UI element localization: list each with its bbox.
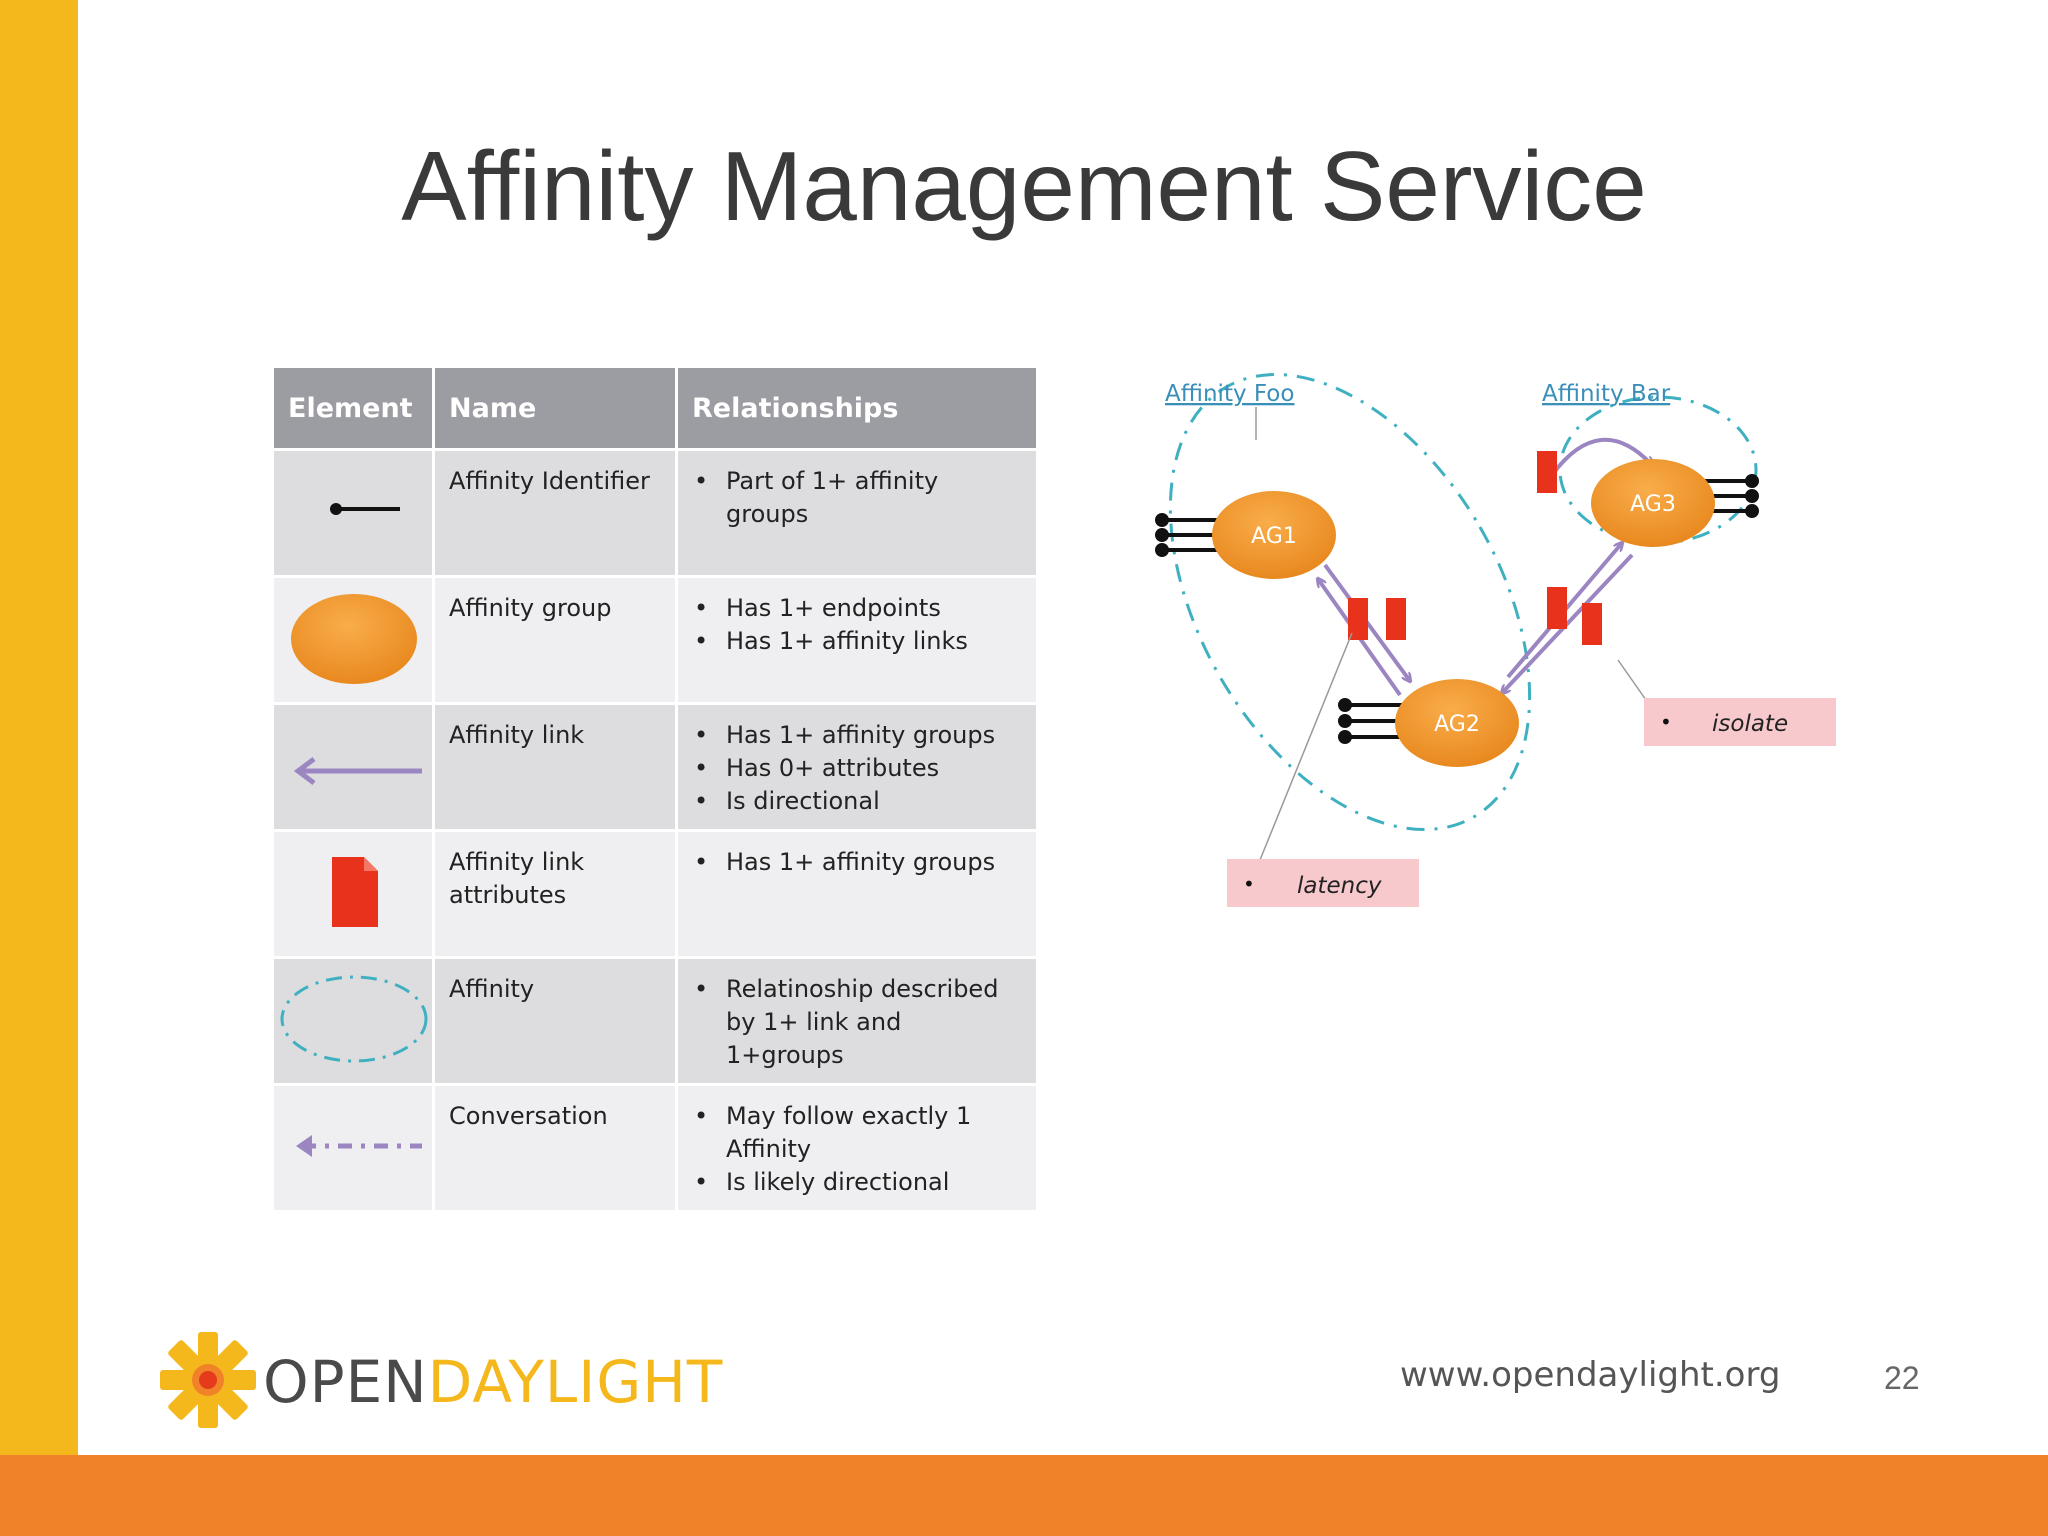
- relationship-item: Is directional: [692, 785, 1022, 818]
- relationship-item: Has 1+ affinity links: [692, 625, 1022, 658]
- header-relationships: Relationships: [678, 368, 1036, 448]
- relationships-cell: Part of 1+ affinity groups: [678, 451, 1036, 575]
- ag3-node: AG3: [1591, 459, 1715, 547]
- page-number: 22: [1884, 1360, 1920, 1396]
- ag2-node: AG2: [1395, 679, 1519, 767]
- name-cell: Affinity: [435, 959, 675, 1083]
- table-header-row: Element Name Relationships: [274, 368, 1036, 448]
- relationships-cell: May follow exactly 1 Affinity Is likely …: [678, 1086, 1036, 1210]
- logo-daylight-text: DAYLIGHT: [427, 1348, 724, 1416]
- slide-title: Affinity Management Service: [401, 131, 1647, 241]
- header-element: Element: [274, 368, 432, 448]
- relationships-cell: Has 1+ endpoints Has 1+ affinity links: [678, 578, 1036, 702]
- relationship-item: Is likely directional: [692, 1166, 1022, 1199]
- relationship-item: Has 1+ affinity groups: [692, 719, 1022, 752]
- relationships-cell: Has 1+ affinity groups Has 0+ attributes…: [678, 705, 1036, 829]
- conversation-arrow-icon: [296, 1134, 422, 1157]
- element-cell: [274, 832, 432, 956]
- relationship-item: Relatinoship described by 1+ link and 1+…: [692, 973, 1022, 1072]
- relationships-cell: Has 1+ affinity groups: [678, 832, 1036, 956]
- affinity-ellipse-icon: [280, 975, 428, 1062]
- affinity-group-icon: [291, 593, 417, 684]
- link-attribute-icon: [332, 856, 378, 927]
- name-cell: Conversation: [435, 1086, 675, 1210]
- relationship-item: Has 1+ endpoints: [692, 592, 1022, 625]
- name-cell: Affinity link attributes: [435, 832, 675, 956]
- latency-callout: • latency: [1227, 859, 1419, 907]
- name-cell: Affinity Identifier: [435, 451, 675, 575]
- element-cell: [274, 578, 432, 702]
- table-row: Affinity Relatinoship described by 1+ li…: [274, 959, 1036, 1083]
- isolate-bullet: •: [1660, 710, 1672, 734]
- isolate-label: isolate: [1712, 711, 1788, 737]
- relationship-item: Has 1+ affinity groups: [692, 846, 1022, 879]
- logo-wordmark: OPENDAYLIGHT: [263, 1348, 723, 1416]
- element-cell: [274, 959, 432, 1083]
- left-accent-bar: [0, 0, 78, 1455]
- name-cell: Affinity link: [435, 705, 675, 829]
- sun-logo-icon: [160, 1332, 256, 1428]
- affinity-link-icon: [293, 756, 422, 785]
- element-cell: [274, 705, 432, 829]
- table-row: Affinity group Has 1+ endpoints Has 1+ a…: [274, 578, 1036, 702]
- name-cell: Affinity group: [435, 578, 675, 702]
- element-cell: [274, 451, 432, 575]
- affinity-links: [1318, 438, 1652, 695]
- ag1-label: AG1: [1251, 524, 1297, 549]
- elements-table: Element Name Relationships Affinity Iden…: [271, 365, 1039, 1213]
- relationship-item: May follow exactly 1 Affinity: [692, 1100, 1022, 1166]
- logo-open-text: OPEN: [263, 1348, 428, 1416]
- relationships-cell: Relatinoship described by 1+ link and 1+…: [678, 959, 1036, 1083]
- affinity-foo-ellipse: [1168, 373, 1532, 831]
- table-row: Affinity link attributes Has 1+ affinity…: [274, 832, 1036, 956]
- table-row: Affinity link Has 1+ affinity groups Has…: [274, 705, 1036, 829]
- latency-bullet: •: [1243, 872, 1255, 896]
- affinity-bar-label: Affinity Bar: [1542, 381, 1671, 407]
- relationship-item: Part of 1+ affinity groups: [692, 465, 1022, 531]
- link-attributes: [1348, 451, 1602, 645]
- ag3-label: AG3: [1630, 492, 1676, 517]
- isolate-callout: • isolate: [1644, 698, 1836, 746]
- bottom-accent-bar: [0, 1455, 2048, 1536]
- footer-url: www.opendaylight.org: [1400, 1355, 1781, 1395]
- latency-label: latency: [1297, 873, 1382, 899]
- table-row: Conversation May follow exactly 1 Affini…: [274, 1086, 1036, 1210]
- ag1-node: AG1: [1212, 491, 1336, 579]
- table-row: Affinity Identifier Part of 1+ affinity …: [274, 451, 1036, 575]
- header-name: Name: [435, 368, 675, 448]
- affinity-diagram: Affinity Foo Affinity Bar AG1: [1155, 373, 1836, 907]
- relationship-item: Has 0+ attributes: [692, 752, 1022, 785]
- opendaylight-logo: OPENDAYLIGHT: [158, 1330, 722, 1430]
- affinity-foo-label: Affinity Foo: [1165, 381, 1294, 407]
- ag2-label: AG2: [1434, 712, 1480, 737]
- element-cell: [274, 1086, 432, 1210]
- affinity-identifier-icon: [330, 502, 400, 515]
